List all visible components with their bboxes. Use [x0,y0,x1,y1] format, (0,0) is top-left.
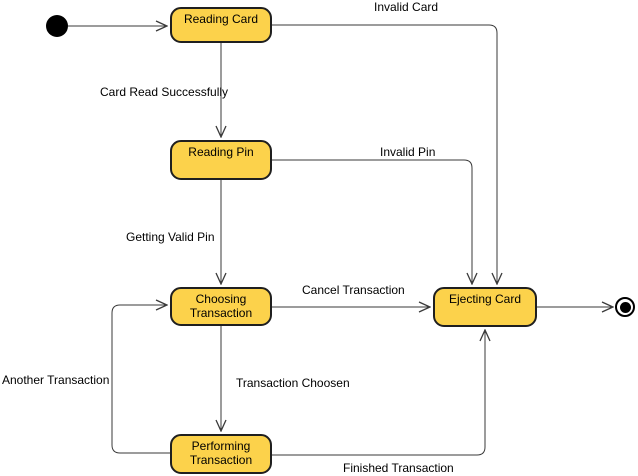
state-label: Ejecting Card [448,292,522,306]
transition-label-finished-transaction: Finished Transaction [343,461,454,475]
state-label: Choosing Transaction [189,292,253,320]
state-choosing-transaction[interactable]: Choosing Transaction [170,287,272,326]
transition-finished-transaction[interactable] [272,330,485,456]
transition-label-card-read-successfully: Card Read Successfully [100,85,229,99]
transition-label-transaction-choosen: Transaction Choosen [236,376,350,390]
transition-label-getting-valid-pin: Getting Valid Pin [126,230,215,244]
initial-state-node[interactable] [46,15,68,37]
transition-another-transaction[interactable] [111,305,170,454]
transition-label-cancel-transaction: Cancel Transaction [302,283,405,297]
final-state-node[interactable] [615,297,635,317]
transition-label-invalid-pin: Invalid Pin [380,145,436,159]
state-reading-pin[interactable]: Reading Pin [170,140,272,180]
state-ejecting-card[interactable]: Ejecting Card [433,287,537,327]
state-label: Reading Pin [188,145,254,159]
state-label: Performing Transaction [189,439,253,467]
transition-invalid-pin[interactable] [272,159,472,284]
transition-label-invalid-card: Invalid Card [374,0,439,14]
final-state-inner-dot [619,301,631,313]
transition-label-another-transaction: Another Transaction [2,373,110,387]
state-performing-transaction[interactable]: Performing Transaction [170,434,272,474]
transition-invalid-card[interactable] [272,24,497,284]
state-reading-card[interactable]: Reading Card [170,7,272,43]
state-label: Reading Card [183,12,259,26]
